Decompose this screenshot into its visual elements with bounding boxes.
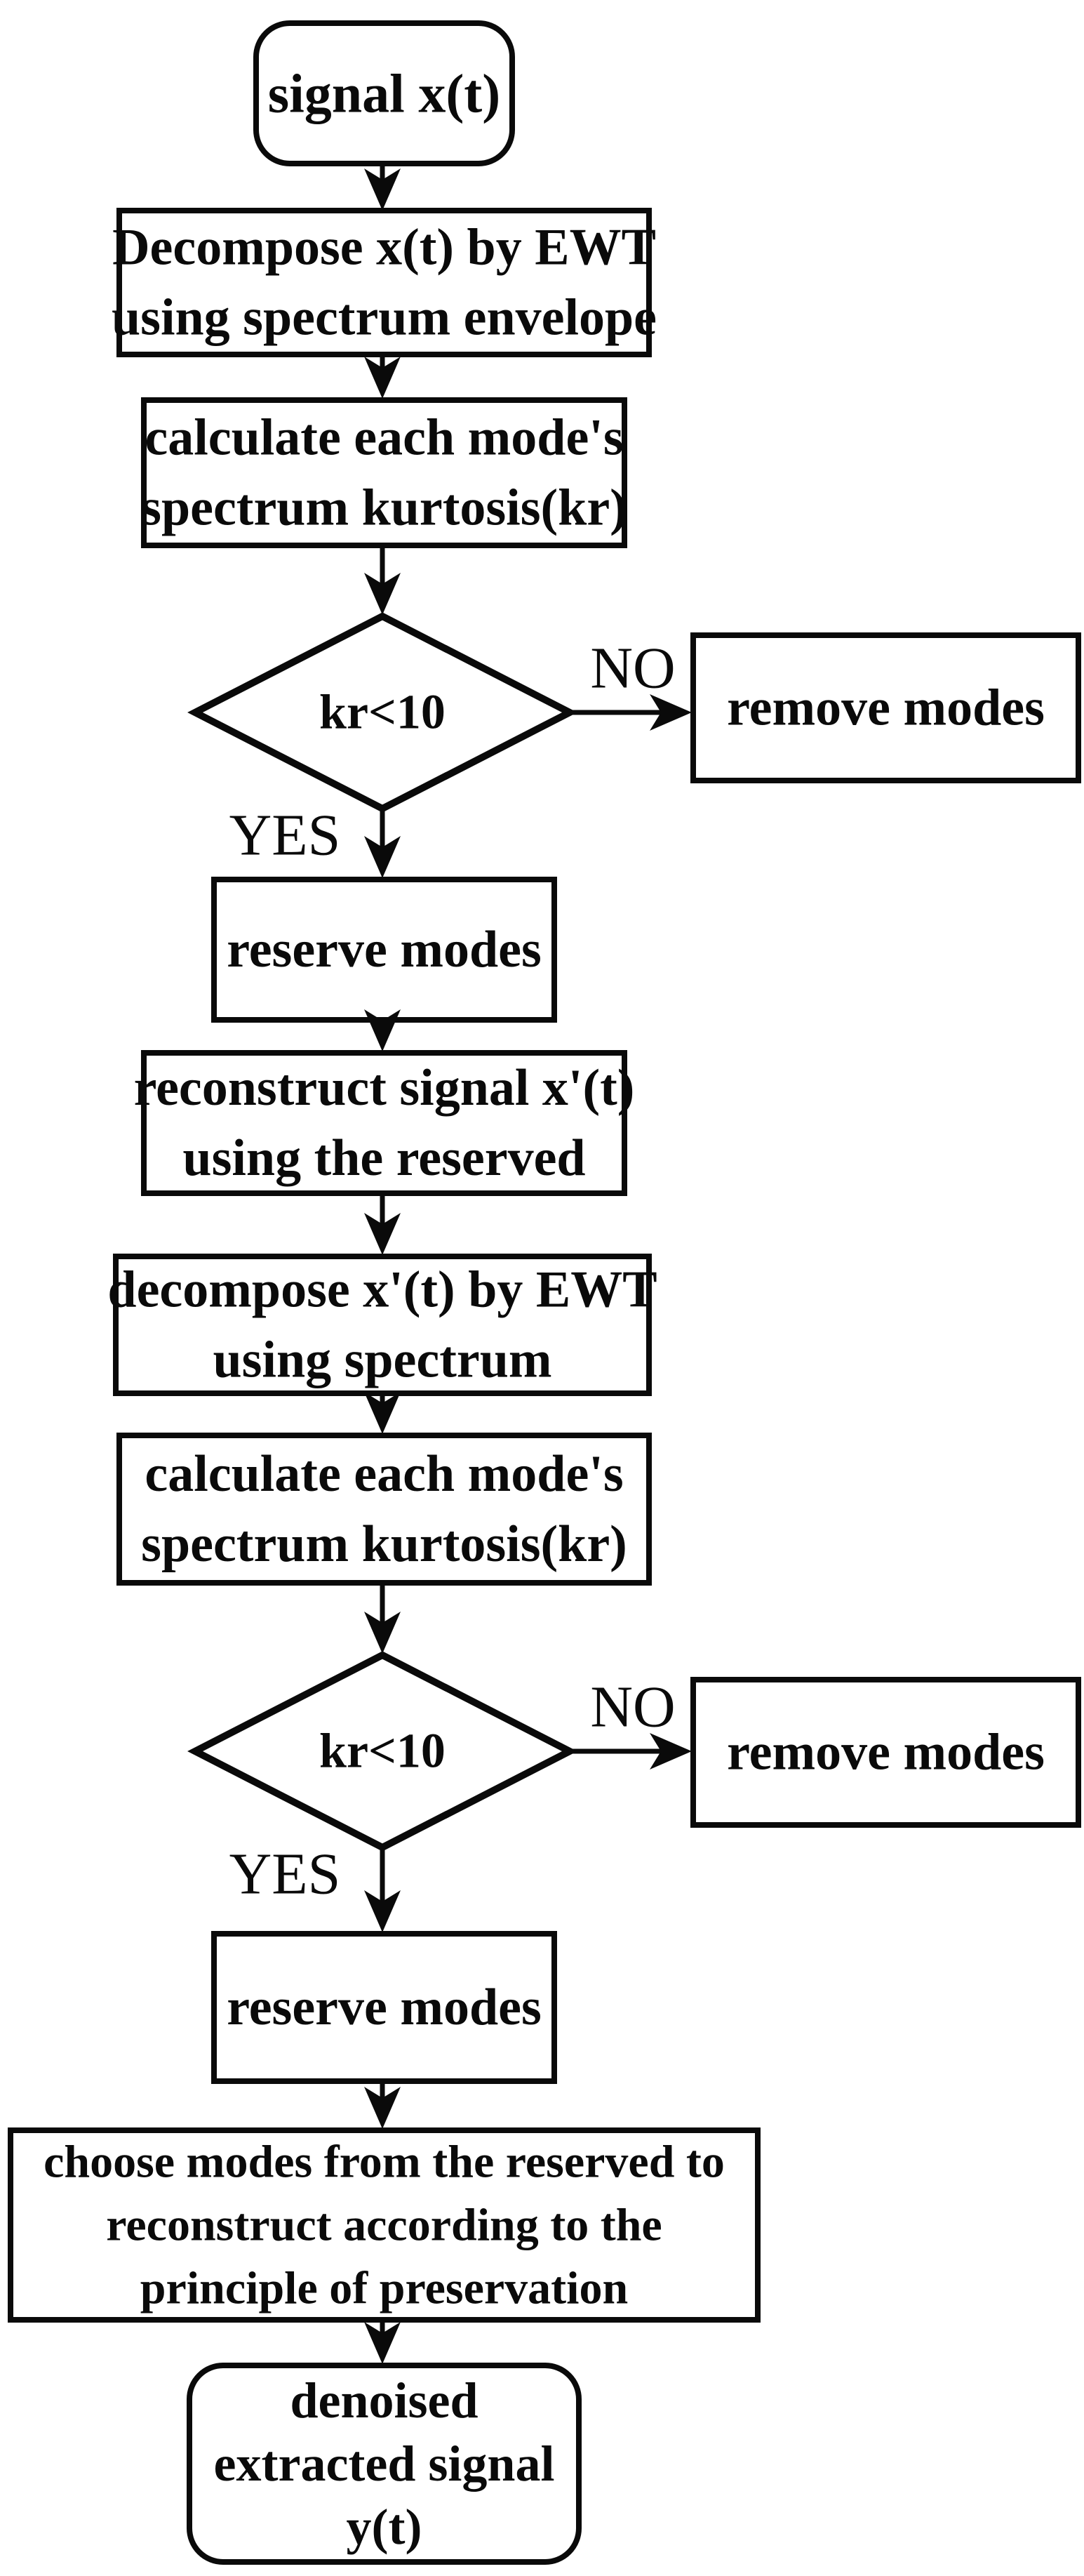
calc1-to-decision1-arrowhead-icon xyxy=(364,573,401,615)
decision-1-label-line1: kr<10 xyxy=(319,686,446,740)
decompose-ewt-envelope-rect-shape xyxy=(116,208,652,357)
decompose-ewt-spectrum-label-line2: using spectrum xyxy=(213,1332,551,1389)
edge-calc2-to-decision2 xyxy=(364,1583,401,1654)
output-label-line3: y(t) xyxy=(347,2499,422,2555)
edge-decision2-to-reserve2: YES xyxy=(229,1842,401,1932)
node-remove-modes-2: remove modes xyxy=(690,1677,1081,1828)
choose-modes-label-line2: reconstruct according to the xyxy=(106,2200,662,2251)
edge-decompose-to-calc1 xyxy=(364,354,401,399)
node-decision-1: kr<10 xyxy=(187,612,577,813)
signal-label-line1: signal x(t) xyxy=(268,63,501,124)
reserve2-to-choose-arrowhead-icon xyxy=(364,2087,401,2129)
decision2-to-reserve2-branch-label: YES xyxy=(229,1842,341,1907)
choose-modes-label-line1: choose modes from the reserved to xyxy=(44,2137,725,2188)
edge-decompose2-to-calc2 xyxy=(364,1392,401,1434)
edge-choose-to-output xyxy=(364,2320,401,2364)
edge-reconstruct-to-decompose2 xyxy=(364,1193,401,1255)
node-choose-modes: choose modes from the reserved to reconst… xyxy=(8,2127,761,2323)
reserve-modes-2-rect-shape xyxy=(211,1931,557,2084)
decision1-to-reserve1-arrowhead-icon xyxy=(364,836,401,878)
edge-calc1-to-decision1 xyxy=(364,545,401,615)
node-reconstruct: reconstruct signal x'(t) using the reserv… xyxy=(134,1050,635,1196)
edge-reserve1-to-reconstruct xyxy=(364,1009,401,1051)
node-output: denoised extracted signal y(t) xyxy=(187,2363,582,2565)
calc-kurtosis-1-rect-shape xyxy=(141,397,627,548)
node-signal: signal x(t) xyxy=(253,20,515,166)
remove-modes-1-rect-shape xyxy=(690,632,1081,783)
output-label-line1: denoised xyxy=(290,2372,478,2429)
decision-2-label-line1: kr<10 xyxy=(319,1725,446,1779)
node-decision-2: kr<10 xyxy=(187,1651,577,1852)
calc-kurtosis-1-label-line2: spectrum kurtosis(kr) xyxy=(141,479,627,537)
output-label-line2: extracted signal xyxy=(214,2436,555,2492)
node-decompose-ewt-spectrum: decompose x'(t) by EWT using spectrum xyxy=(107,1254,657,1396)
decision1-to-remove1-arrowhead-icon xyxy=(650,694,692,731)
calc2-to-decision2-arrowhead-icon xyxy=(364,1612,401,1654)
decision2-to-reserve2-arrowhead-icon xyxy=(364,1890,401,1932)
node-decompose-ewt-envelope: Decompose x(t) by EWT using spectrum enve… xyxy=(112,208,657,357)
reserve-modes-1-label-line1: reserve modes xyxy=(227,921,542,978)
decompose-ewt-envelope-label-line1: Decompose x(t) by EWT xyxy=(112,219,656,277)
remove-modes-2-label-line1: remove modes xyxy=(727,1724,1045,1781)
remove-modes-2-rect-shape xyxy=(690,1677,1081,1828)
calc-kurtosis-2-rect-shape xyxy=(116,1433,652,1586)
node-reserve-modes-1: reserve modes xyxy=(211,877,557,1023)
edge-decision1-to-remove1: NO xyxy=(570,636,692,731)
calc-kurtosis-1-label-line1: calculate each mode's xyxy=(145,409,623,467)
signal-to-decompose-arrowhead-icon xyxy=(364,168,401,211)
decompose-ewt-envelope-label-line2: using spectrum envelope xyxy=(112,289,657,347)
reconstruct-label-line1: reconstruct signal x'(t) xyxy=(134,1059,635,1117)
node-calc-kurtosis-1: calculate each mode's spectrum kurtosis(k… xyxy=(141,397,627,548)
reconstruct-to-decompose2-arrowhead-icon xyxy=(364,1213,401,1255)
decision2-to-remove2-arrowhead-icon xyxy=(650,1733,692,1770)
reserve1-to-reconstruct-arrowhead-icon xyxy=(364,1009,401,1051)
edge-decision2-to-remove2: NO xyxy=(570,1675,692,1770)
decision1-to-reserve1-branch-label: YES xyxy=(229,803,341,868)
remove-modes-1-label-line1: remove modes xyxy=(727,679,1045,737)
decompose-to-calc1-arrowhead-icon xyxy=(364,357,401,399)
edge-reserve2-to-choose xyxy=(364,2081,401,2129)
decompose-ewt-spectrum-rect-shape xyxy=(113,1254,652,1396)
choose-modes-rect-shape xyxy=(8,2127,761,2323)
calc-kurtosis-2-label-line2: spectrum kurtosis(kr) xyxy=(141,1515,627,1573)
node-calc-kurtosis-2: calculate each mode's spectrum kurtosis(k… xyxy=(116,1433,652,1586)
reconstruct-rect-shape xyxy=(141,1050,627,1196)
output-rounded-shape xyxy=(187,2363,582,2565)
decision2-to-remove2-branch-label: NO xyxy=(590,1675,675,1740)
choose-to-output-arrowhead-icon xyxy=(364,2322,401,2364)
calc-kurtosis-2-label-line1: calculate each mode's xyxy=(145,1445,623,1503)
edge-decision1-to-reserve1: YES xyxy=(229,803,401,878)
reserve-modes-2-label-line1: reserve modes xyxy=(227,1979,542,2036)
decompose-ewt-spectrum-label-line1: decompose x'(t) by EWT xyxy=(107,1261,657,1319)
edge-signal-to-decompose xyxy=(364,164,401,211)
decision1-to-remove1-branch-label: NO xyxy=(590,636,675,701)
choose-modes-label-line3: principle of preservation xyxy=(140,2263,628,2314)
reconstruct-label-line2: using the reserved xyxy=(182,1129,585,1187)
node-reserve-modes-2: reserve modes xyxy=(211,1931,557,2084)
decompose2-to-calc2-arrowhead-icon xyxy=(364,1392,401,1434)
node-remove-modes-1: remove modes xyxy=(690,632,1081,783)
